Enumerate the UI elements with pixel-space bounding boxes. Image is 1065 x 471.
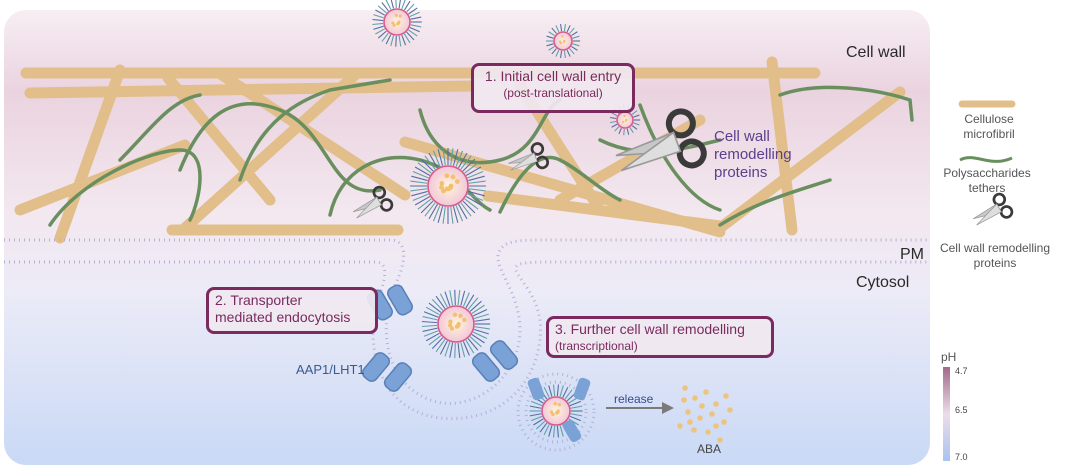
aba-label: ABA [697,442,722,456]
pm-label: PM [900,246,924,263]
release-label: release [614,392,654,406]
endosome [516,372,596,452]
legend-microfibril-label: Cellulose microfibril [963,112,1015,141]
scissors-group [352,108,1014,226]
ph-title: pH [941,350,957,364]
legend-proteins-label: Cell wall remodelling proteins [939,241,1051,270]
cytosol-label: Cytosol [856,274,910,291]
aba-molecules [677,385,733,443]
ph-tick-6-5: 6.5 [955,405,968,415]
ph-scale-bar [943,367,950,461]
nanoparticle-3 [421,289,491,359]
step-3-box: 3. Further cell wall remodelling (transc… [546,316,774,358]
scissors-icon-1 [352,185,394,219]
step-1-title: 1. Initial cell wall entry [484,68,622,84]
legend-scissors-icon [972,192,1014,226]
step-3-title: 3. Further cell wall remodelling [555,321,745,337]
cell-wall-label: Cell wall [846,44,906,61]
ph-tick-7-0: 7.0 [955,452,968,462]
step-2-subtitle: mediated endocytosis [215,309,351,325]
step-2-box: 2. Transporter mediated endocytosis [206,287,378,334]
remodelling-proteins-label: Cell wall remodelling proteins [714,128,792,181]
nanoparticle-0 [372,0,422,47]
legend-tether-swatch [959,156,1013,163]
step-1-subtitle: (post-translational) [503,86,603,100]
step-2-title: 2. Transporter [215,292,303,308]
transporter-label: AAP1/LHT1 [296,362,365,377]
ph-tick-4-7: 4.7 [955,366,968,376]
legend-tether-label: Polysaccharides tethers [943,166,1031,195]
step-3-subtitle: (transcriptional) [555,339,638,353]
scissors-icon-large [615,108,707,172]
nanoparticle-1 [545,23,581,59]
scissors-icon-2 [508,142,550,171]
step-1-box: 1. Initial cell wall entry (post-transla… [471,63,635,113]
nanoparticle-2 [410,148,486,224]
